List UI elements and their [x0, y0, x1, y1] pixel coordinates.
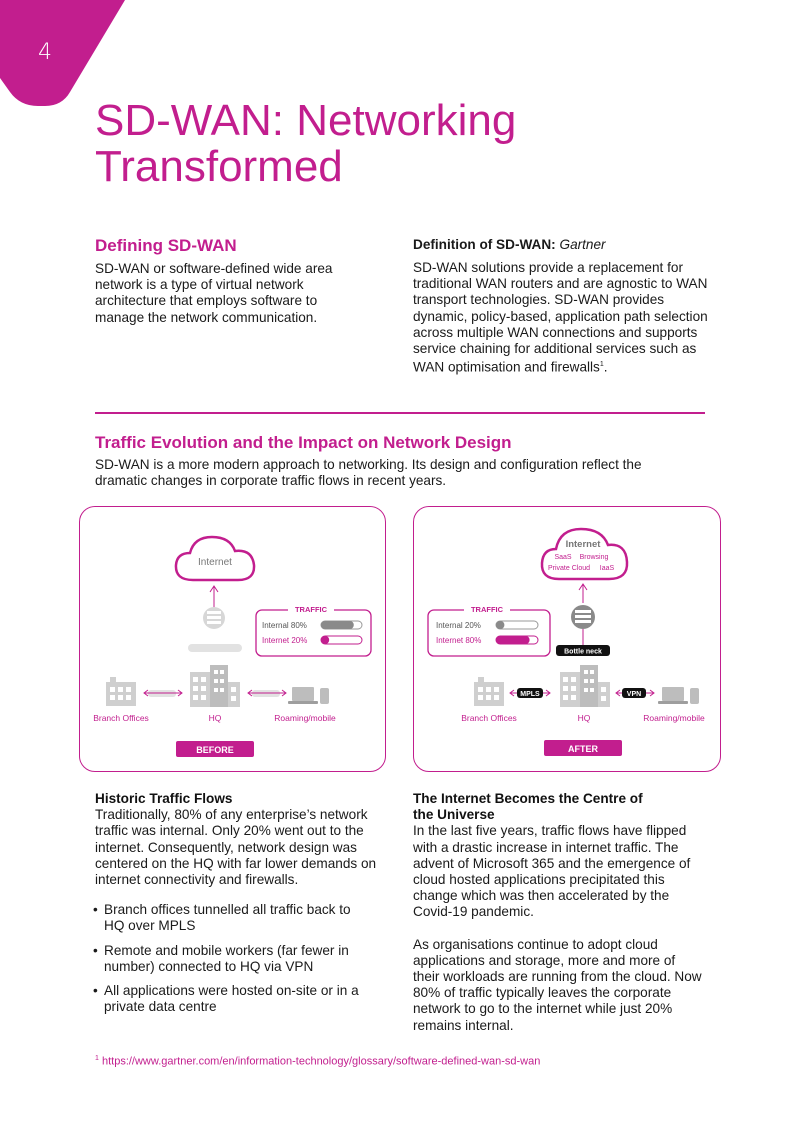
corner-tab: [0, 0, 125, 106]
title-line-2: Transformed: [95, 142, 343, 191]
internet-label: Internet: [566, 539, 602, 550]
definition-source: Gartner: [559, 237, 606, 252]
laptop-icon: [658, 687, 688, 704]
internet-centre-block: The Internet Becomes the Centre of the U…: [413, 791, 705, 1034]
private-cloud-label: Private Cloud: [548, 565, 590, 572]
internet-bar-fill: [321, 636, 330, 644]
after-diagram: Internet SaaS Browsing Private Cloud Iaa…: [427, 527, 705, 756]
cloud-icon: [174, 535, 256, 582]
internal-bar-fill: [321, 621, 354, 629]
branch-building-icon: [474, 677, 504, 706]
bottleneck-badge: [556, 645, 610, 656]
firewall-server-icon: [571, 605, 595, 629]
page-title: SD-WAN: Networking Transformed: [95, 98, 655, 190]
title-line-1: SD-WAN: Networking: [95, 96, 517, 145]
internet-centre-body-2: As organisations continue to adopt cloud…: [413, 936, 702, 1033]
roaming-label: Roaming/mobile: [643, 713, 705, 723]
traffic-heading: Traffic Evolution and the Impact on Netw…: [95, 433, 512, 452]
defining-heading: Defining SD-WAN: [95, 236, 237, 255]
historic-body: Traditionally, 80% of any enterprise’s n…: [95, 807, 377, 888]
mpls-label: MPLS: [520, 691, 540, 698]
definition-end: .: [603, 359, 608, 375]
traffic-intro: SD-WAN is a more modern approach to netw…: [95, 457, 642, 489]
definition-body: SD-WAN solutions provide a replacement f…: [413, 260, 708, 376]
traffic-title: TRAFFIC: [295, 605, 328, 614]
internal-label: Internal 80%: [262, 621, 307, 630]
bottleneck-label: Bottle neck: [564, 649, 602, 656]
internal-label: Internal 20%: [436, 621, 481, 630]
mpls-badge: [517, 688, 543, 698]
bullet-item: All applications were hosted on-site or …: [93, 983, 360, 1015]
traffic-box: [427, 609, 551, 657]
hq-label: HQ: [578, 713, 591, 723]
internet-traffic-label: Internet 20%: [262, 636, 307, 645]
branch-label: Branch Offices: [461, 713, 517, 723]
branch-label: Branch Offices: [93, 713, 149, 723]
hq-building-icon: [190, 665, 240, 707]
vpn-label: VPN: [627, 691, 641, 698]
internet-traffic-label: Internet 80%: [436, 636, 481, 645]
bullet-item: Branch offices tunnelled all traffic bac…: [93, 902, 360, 934]
footnote-link[interactable]: https://www.gartner.com/en/information-t…: [101, 1055, 541, 1068]
defining-body: SD-WAN or software-defined wide area net…: [95, 261, 333, 325]
traffic-box: [255, 609, 372, 657]
branch-building-icon: [106, 677, 136, 706]
roaming-label: Roaming/mobile: [274, 713, 336, 723]
definition-text: SD-WAN solutions provide a replacement f…: [413, 260, 708, 375]
before-diagram: Internet TRAFFIC Internal 80% Internet 2…: [93, 535, 372, 757]
after-panel: Internet SaaS Browsing Private Cloud Iaa…: [413, 506, 721, 772]
laptop-icon: [288, 687, 318, 704]
footnote: 1 https://www.gartner.com/en/information…: [95, 1055, 540, 1068]
hq-link-bar: [188, 644, 242, 652]
bullet-item: Remote and mobile workers (far fewer in …: [93, 943, 360, 975]
definition-heading: Definition of SD-WAN: Gartner: [413, 236, 708, 253]
definition-block: Definition of SD-WAN: Gartner SD-WAN sol…: [413, 236, 708, 376]
footnote-ref: 1: [599, 361, 604, 369]
historic-heading: Historic Traffic Flows: [95, 791, 233, 806]
before-badge: [176, 741, 254, 757]
after-badge: [544, 740, 622, 756]
after-badge-label: AFTER: [568, 744, 598, 754]
hq-building-icon: [560, 665, 610, 707]
hq-label: HQ: [209, 713, 222, 723]
cloud-icon: [540, 527, 629, 581]
phone-icon: [690, 688, 699, 704]
before-badge-label: BEFORE: [196, 745, 234, 755]
server-icon: [203, 607, 225, 629]
traffic-title: TRAFFIC: [471, 605, 504, 614]
internal-bar-fill: [496, 621, 505, 629]
historic-block: Historic Traffic Flows Traditionally, 80…: [93, 791, 385, 1023]
browsing-label: Browsing: [580, 554, 609, 561]
defining-block: Defining SD-WAN SD-WAN or software-defin…: [95, 236, 370, 326]
saas-label: SaaS: [554, 554, 571, 561]
section-divider: [95, 412, 705, 414]
phone-icon: [320, 688, 329, 704]
definition-heading-bold: Definition of SD-WAN:: [413, 237, 556, 252]
footnote-number: 1: [95, 1055, 99, 1062]
historic-bullets: Branch offices tunnelled all traffic bac…: [93, 902, 360, 1015]
internet-label: Internet: [198, 557, 232, 568]
internet-centre-heading: The Internet Becomes the Centre of the U…: [413, 791, 643, 823]
internet-centre-body-1: In the last five years, traffic flows ha…: [413, 823, 691, 920]
page-number: 4: [38, 40, 52, 65]
iaas-label: IaaS: [600, 565, 615, 572]
before-panel: Internet TRAFFIC Internal 80% Internet 2…: [79, 506, 386, 772]
traffic-section: Traffic Evolution and the Impact on Netw…: [95, 433, 705, 489]
vpn-badge: [622, 688, 646, 698]
internet-bar-fill: [496, 636, 530, 644]
